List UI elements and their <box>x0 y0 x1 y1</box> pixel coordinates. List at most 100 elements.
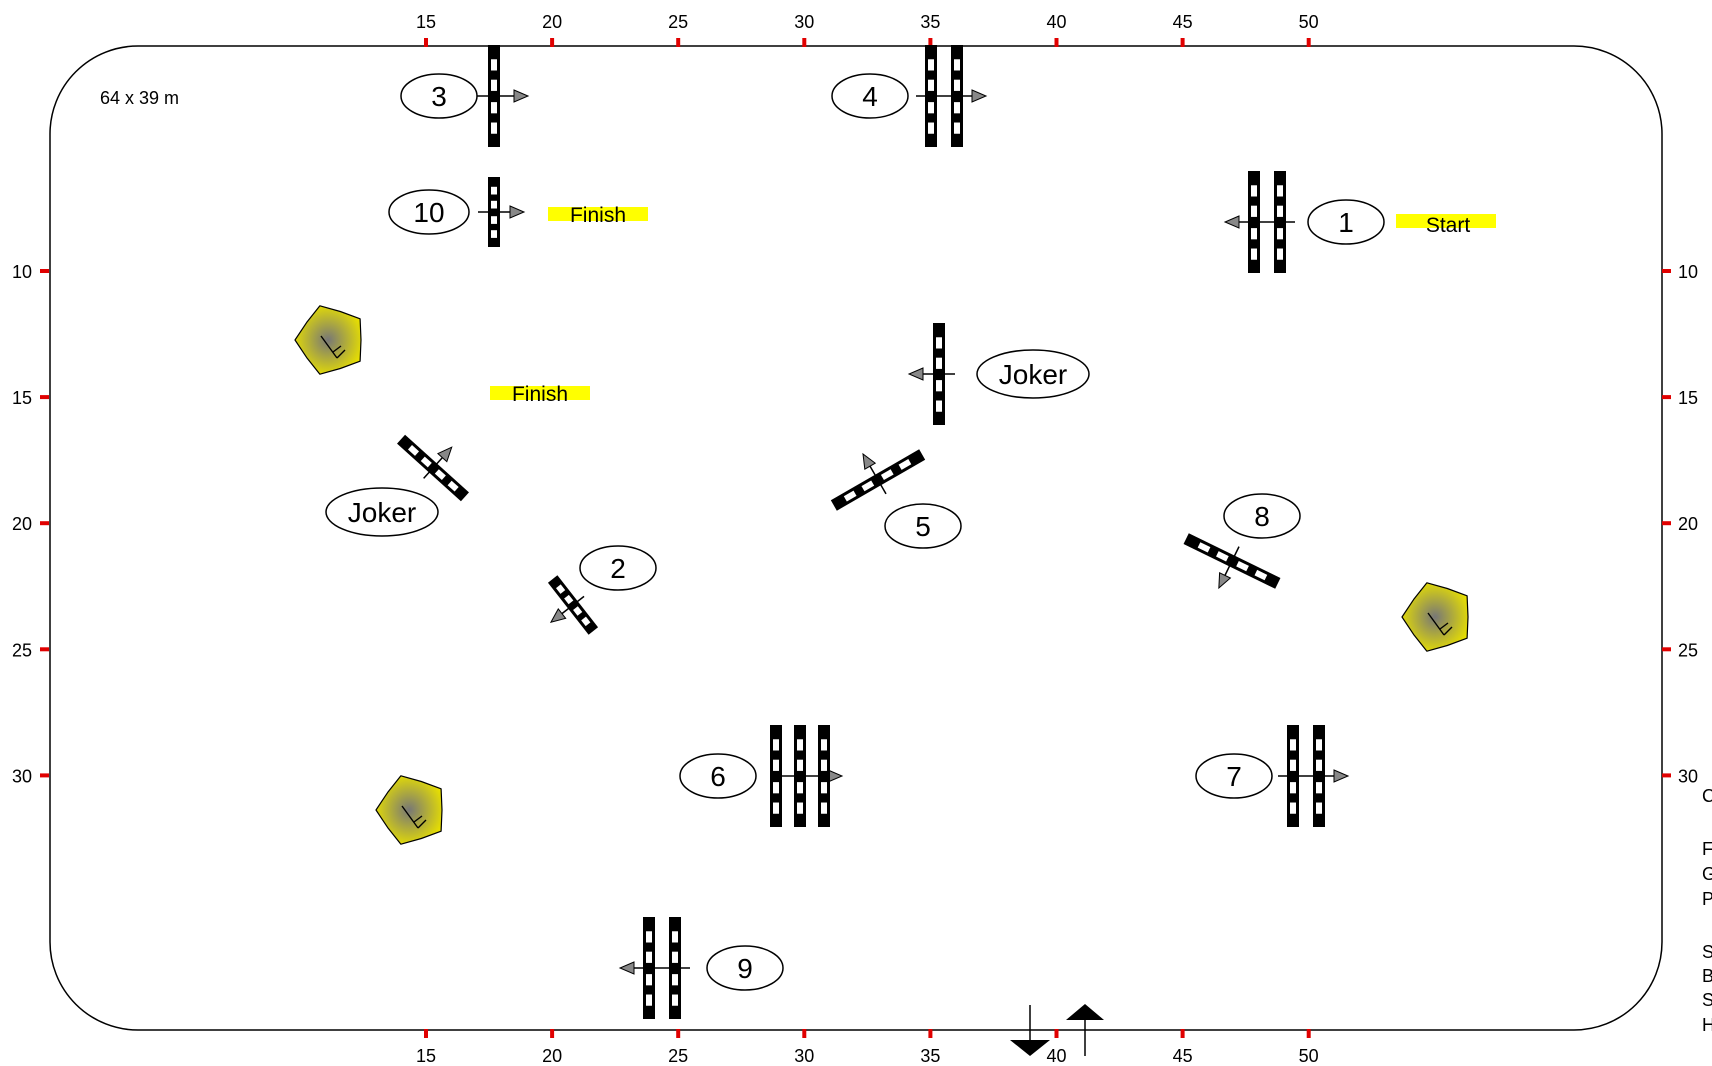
y-tick-right <box>1662 395 1671 400</box>
y-tick-right <box>1662 269 1671 273</box>
fence-pole <box>669 917 681 1019</box>
fence-3 <box>474 45 530 147</box>
side-panel-letter: B <box>1702 966 1712 986</box>
finish-zone-top: Finish <box>548 204 648 227</box>
fence-pole <box>770 725 782 827</box>
fence-label-7: 7 <box>1195 753 1273 799</box>
y-tick-left <box>40 269 49 273</box>
joker-label-center: Joker <box>976 349 1090 399</box>
y-tick-label-left: 30 <box>12 766 32 786</box>
fence-pole <box>1183 533 1281 589</box>
x-tick-bottom <box>1306 1029 1311 1038</box>
x-tick-label-bottom: 35 <box>920 1046 940 1066</box>
fence-1 <box>1223 171 1295 273</box>
finish-zone-middle: Finish <box>490 383 590 406</box>
fence-pole <box>951 45 963 147</box>
fence-10 <box>478 177 526 247</box>
fence-pole <box>1287 725 1299 827</box>
y-tick-label-right: 20 <box>1678 514 1698 534</box>
entrance-arrow-icon <box>1010 1005 1050 1056</box>
svg-text:4: 4 <box>862 81 878 112</box>
x-tick-label-top: 50 <box>1299 12 1319 32</box>
x-tick-top <box>550 38 555 47</box>
x-tick-top <box>928 38 933 47</box>
x-tick-label-top: 25 <box>668 12 688 32</box>
y-tick-left <box>40 773 49 778</box>
direction-arrow-icon <box>478 205 526 219</box>
side-panel-letter: F <box>1702 839 1712 859</box>
joker-fence-left <box>397 434 469 502</box>
side-panel-letter: H <box>1702 1015 1712 1035</box>
x-tick-label-bottom: 40 <box>1046 1046 1066 1066</box>
fence-pole <box>488 45 500 147</box>
side-panel-letter: C <box>1702 786 1712 806</box>
fence-pole <box>933 323 945 425</box>
svg-text:Finish: Finish <box>570 204 626 227</box>
fence-pole <box>547 575 599 635</box>
x-tick-label-bottom: 45 <box>1173 1046 1193 1066</box>
fence-pole <box>643 917 655 1019</box>
fence-label-1: 1 <box>1307 199 1385 245</box>
x-tick-label-top: 20 <box>542 12 562 32</box>
fence-pole <box>1248 171 1260 273</box>
fence-5 <box>830 449 926 511</box>
exit-arrow-icon <box>1066 1004 1104 1056</box>
fence-label-5: 5 <box>884 503 962 549</box>
fence-pole <box>488 177 500 247</box>
y-tick-label-left: 10 <box>12 262 32 282</box>
fence-pole <box>1274 171 1286 273</box>
svg-text:7: 7 <box>1226 761 1242 792</box>
x-tick-bottom <box>928 1029 933 1038</box>
x-tick-bottom <box>1180 1029 1185 1038</box>
svg-text:3: 3 <box>431 81 447 112</box>
y-tick-left <box>40 521 49 526</box>
fence-label-8: 8 <box>1223 493 1301 539</box>
fence-4 <box>916 45 988 147</box>
fence-pole <box>794 725 806 827</box>
trees-layer <box>294 305 1469 845</box>
fence-pole <box>818 725 830 827</box>
fence-pole <box>925 45 937 147</box>
direction-arrow-icon <box>772 769 844 783</box>
y-tick-right <box>1662 773 1671 778</box>
x-tick-bottom <box>676 1029 681 1038</box>
x-tick-label-bottom: 20 <box>542 1046 562 1066</box>
y-tick-right <box>1662 521 1671 526</box>
fence-pole <box>1313 725 1325 827</box>
tree-icon <box>375 775 443 845</box>
svg-text:Joker: Joker <box>348 497 416 528</box>
joker-label-left: Joker <box>325 487 439 537</box>
x-tick-label-top: 45 <box>1173 12 1193 32</box>
x-tick-label-top: 40 <box>1046 12 1066 32</box>
y-tick-label-left: 20 <box>12 514 32 534</box>
y-tick-label-right: 30 <box>1678 766 1698 786</box>
side-panel-letter: P <box>1702 889 1712 909</box>
fence-label-6: 6 <box>679 753 757 799</box>
fence-label-10: 10 <box>388 189 470 235</box>
x-tick-label-top: 35 <box>920 12 940 32</box>
arena-border <box>49 45 1663 1031</box>
fence-pole <box>830 449 926 511</box>
svg-text:10: 10 <box>413 197 444 228</box>
fence-8 <box>1183 533 1281 590</box>
fence-label-4: 4 <box>831 73 909 119</box>
x-tick-bottom <box>424 1029 428 1038</box>
fence-6 <box>770 725 844 827</box>
svg-text:6: 6 <box>710 761 726 792</box>
x-tick-top <box>424 38 428 47</box>
x-tick-bottom <box>550 1029 555 1038</box>
x-tick-label-top: 30 <box>794 12 814 32</box>
svg-text:9: 9 <box>737 953 753 984</box>
fence-2 <box>547 575 599 635</box>
fence-label-2: 2 <box>579 545 657 591</box>
direction-arrow-icon <box>474 89 530 103</box>
y-tick-label-left: 15 <box>12 388 32 408</box>
start-zone: Start <box>1396 214 1496 237</box>
x-tick-bottom <box>802 1029 807 1038</box>
tree-icon <box>294 305 362 375</box>
svg-text:Finish: Finish <box>512 383 568 406</box>
side-panel-letter: G <box>1702 864 1712 884</box>
